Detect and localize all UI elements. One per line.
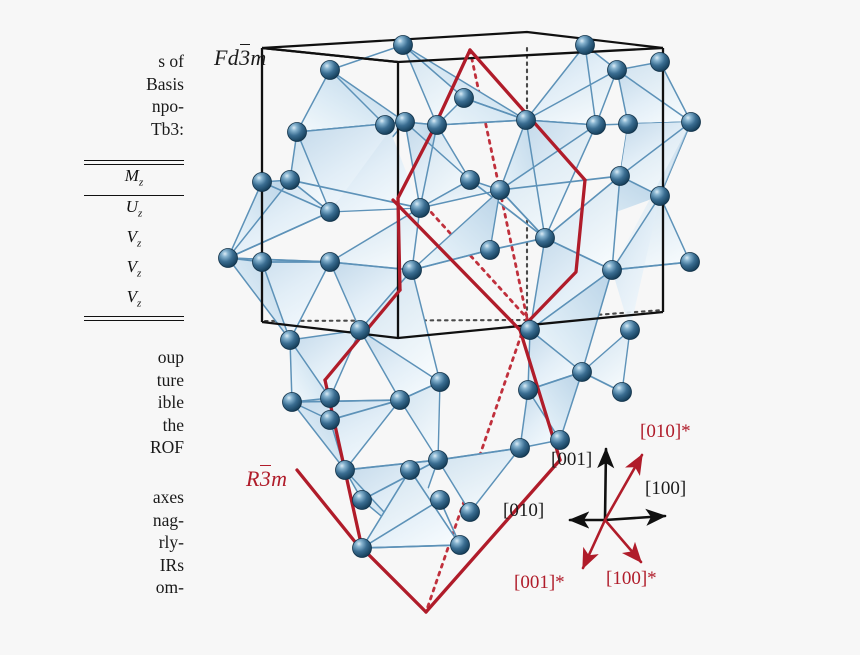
space-group-label-cubic: Fd3m [214,44,267,70]
axis-label-100-star: [100]* [606,568,657,589]
axis-label-010: [010] [503,500,545,521]
axis-arrow-100 [603,508,667,526]
margin-text-line: npo- [151,96,184,117]
table-row: Vz [84,226,184,256]
table-cell-subscript: z [138,207,143,220]
table-cell-symbol: V [126,286,138,306]
pyrochlore-tetrahedra [226,43,694,549]
margin-text-line: Tb3: [150,118,184,139]
axis-label-010-star: [010]* [640,421,691,442]
table-cell-symbol: U [125,197,138,217]
space-group-label-rhombohedral: R3m [246,465,288,491]
margin-text-line: oup [157,347,184,367]
table-rule-bottom [84,315,184,321]
axes-legend-direct [568,447,667,529]
table-cell-symbol: M [124,166,139,186]
margin-text-line: ROF [149,437,184,458]
table-cell-symbol: V [126,256,138,276]
margin-text-line: IRs [159,554,184,575]
axis-arrow-001 [597,447,615,522]
margin-paragraph-top: s of Basis npo- Tb3: [84,50,184,140]
margin-text-line: rly- [158,532,184,553]
table-row: Vz [84,256,184,286]
margin-text-line: the [162,414,184,435]
margin-text-line: om- [155,577,184,598]
axis-label-001-star: [001]* [514,572,565,593]
table-cell-symbol: V [126,226,138,246]
axes-legend-reciprocal [581,453,644,570]
margin-paragraph-bottom: axes nag- rly- IRs om- [84,486,184,599]
margin-text-line: ture [156,369,184,390]
table-row: Vz [84,286,184,316]
atom-spheres [218,35,701,558]
table-cell-subscript: z [137,297,142,310]
table-rule-mid [84,195,184,197]
table-row: Uz [84,196,184,226]
margin-math-table: Mz Uz Vz Vz Vz [84,160,184,321]
margin-text-line: axes [152,487,184,507]
margin-text-line: s of [158,51,184,71]
table-cell-subscript: z [137,237,142,250]
axis-label-001: [001] [551,449,593,470]
margin-text-line: Basis [146,73,184,94]
margin-paragraph-middle: oup ture ible the ROF [84,346,184,459]
table-cell-subscript: z [138,176,144,189]
axis-label-100: [100] [645,478,687,499]
axis-arrow-100-star [603,518,643,564]
margin-text-line: ible [157,392,184,413]
table-row: Mz [84,165,184,195]
margin-text-line: nag- [152,509,184,530]
table-cell-subscript: z [137,267,142,280]
axis-arrow-001-star [581,518,607,570]
axis-arrow-010-star [603,453,644,522]
table-rule-top [84,160,184,166]
